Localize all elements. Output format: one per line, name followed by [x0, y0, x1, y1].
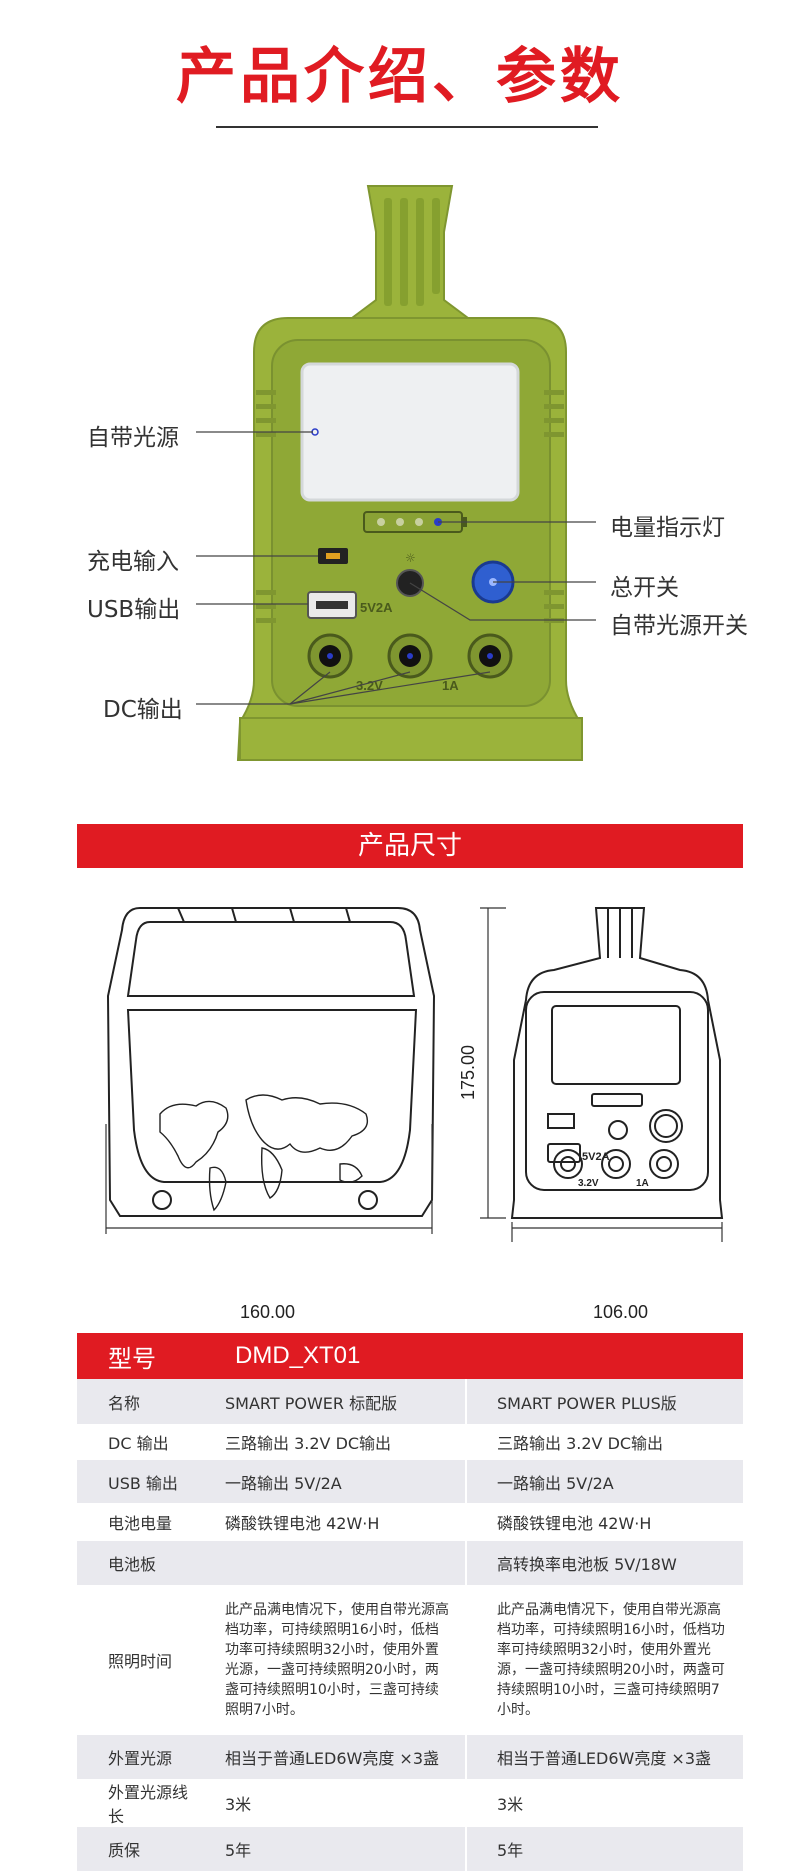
dimension-drawings: 5V2A 3.2V 1A [105, 907, 724, 1242]
row-standard-value: 3米 [201, 1779, 467, 1827]
callout-lines [196, 431, 596, 705]
front-dc-voltage-label: 3.2V [578, 1178, 599, 1189]
row-plus-value: 高转换率电池板 5V/18W [466, 1541, 743, 1585]
table-row: 外置光源线长 3米 3米 [77, 1779, 743, 1827]
page-title: 产品介绍、参数 [176, 42, 624, 112]
row-label: 外置光源线长 [77, 1779, 201, 1827]
row-plus-value: 相当于普通LED6W亮度 ×3盏 [466, 1735, 743, 1779]
row-standard-value: 三路输出 3.2V DC输出 [201, 1424, 467, 1460]
row-plus-value: 3米 [466, 1779, 743, 1827]
dc-ports: 3.2V 1A [307, 633, 513, 693]
callout-light-switch: 自带光源开关 [610, 613, 748, 639]
dc-current-label: 1A [442, 678, 459, 693]
table-row: 质保 5年 5年 [77, 1827, 743, 1871]
table-row: 电池电量 磷酸铁锂电池 42W·H 磷酸铁锂电池 42W·H [77, 1503, 743, 1541]
row-label: 电池板 [77, 1541, 201, 1585]
row-standard-value: 相当于普通LED6W亮度 ×3盏 [201, 1735, 467, 1779]
row-plus-value: 磷酸铁锂电池 42W·H [466, 1503, 743, 1541]
dc-voltage-label: 3.2V [356, 678, 383, 693]
row-plus-value: 此产品满电情况下，使用自带光源高档功率，可持续照明16小时，低档功率可持续照明3… [466, 1585, 743, 1735]
row-standard-value [201, 1541, 467, 1585]
row-plus-value: SMART POWER PLUS版 [466, 1379, 743, 1424]
row-label: 质保 [77, 1827, 201, 1871]
light-panel [300, 362, 520, 502]
dimension-depth: 106.00 [593, 1302, 649, 1322]
front-view-drawing [510, 907, 724, 1219]
callout-dc-output: DC输出 [103, 697, 183, 723]
callout-light-source: 自带光源 [87, 425, 179, 451]
dimension-lines [105, 907, 723, 1242]
row-plus-value: 一路输出 5V/2A [466, 1460, 743, 1503]
row-label: 名称 [77, 1379, 201, 1424]
dimension-height: 175.00 [458, 1044, 478, 1100]
row-label: 照明时间 [77, 1585, 201, 1735]
row-standard-value: 此产品满电情况下，使用自带光源高档功率，可持续照明16小时，低档功率可持续照明3… [201, 1585, 467, 1735]
world-map-outline [159, 1094, 369, 1212]
front-usb-label: 5V2A [582, 1151, 610, 1163]
table-row: 电池板 高转换率电池板 5V/18W [77, 1541, 743, 1585]
back-view-drawing [106, 907, 436, 1217]
title-divider [216, 126, 598, 128]
row-standard-value: SMART POWER 标配版 [201, 1379, 467, 1424]
product-illustration: ☼ 5V2A 3.2V 1A [196, 185, 596, 761]
dimension-width: 160.00 [240, 1302, 296, 1322]
table-row: DC 输出 三路输出 3.2V DC输出 三路输出 3.2V DC输出 [77, 1424, 743, 1460]
row-standard-value: 磷酸铁锂电池 42W·H [201, 1503, 467, 1541]
front-dc-current-label: 1A [636, 1178, 649, 1189]
callout-usb-output: USB输出 [87, 597, 181, 623]
section-header-dimensions: 产品尺寸 [77, 824, 743, 868]
spec-header-row: 型号 DMD_XT01 [77, 1333, 743, 1379]
table-row: 名称 SMART POWER 标配版 SMART POWER PLUS版 [77, 1379, 743, 1424]
row-plus-value: 5年 [466, 1827, 743, 1871]
row-label: 外置光源 [77, 1735, 201, 1779]
row-label: DC 输出 [77, 1424, 201, 1460]
row-plus-value: 三路输出 3.2V DC输出 [466, 1424, 743, 1460]
product-handle [349, 185, 471, 319]
model-label: 型号 [77, 1333, 201, 1379]
spec-table: 型号 DMD_XT01 名称 SMART POWER 标配版 SMART POW… [77, 1333, 743, 1871]
usb-label: 5V2A [360, 600, 393, 615]
charge-input-port [318, 548, 348, 564]
row-label: USB 输出 [77, 1460, 201, 1503]
usb-port: 5V2A [307, 591, 393, 619]
row-label: 电池电量 [77, 1503, 201, 1541]
row-standard-value: 5年 [201, 1827, 467, 1871]
callout-battery-indicator: 电量指示灯 [610, 515, 725, 541]
callout-main-switch: 总开关 [610, 575, 679, 601]
row-standard-value: 一路输出 5V/2A [201, 1460, 467, 1503]
callout-charge-input: 充电输入 [87, 549, 179, 575]
model-value: DMD_XT01 [201, 1333, 743, 1379]
table-row: 外置光源 相当于普通LED6W亮度 ×3盏 相当于普通LED6W亮度 ×3盏 [77, 1735, 743, 1779]
svg-text:☼: ☼ [405, 551, 416, 565]
table-row: USB 输出 一路输出 5V/2A 一路输出 5V/2A [77, 1460, 743, 1503]
table-row: 照明时间 此产品满电情况下，使用自带光源高档功率，可持续照明16小时，低档功率可… [77, 1585, 743, 1735]
